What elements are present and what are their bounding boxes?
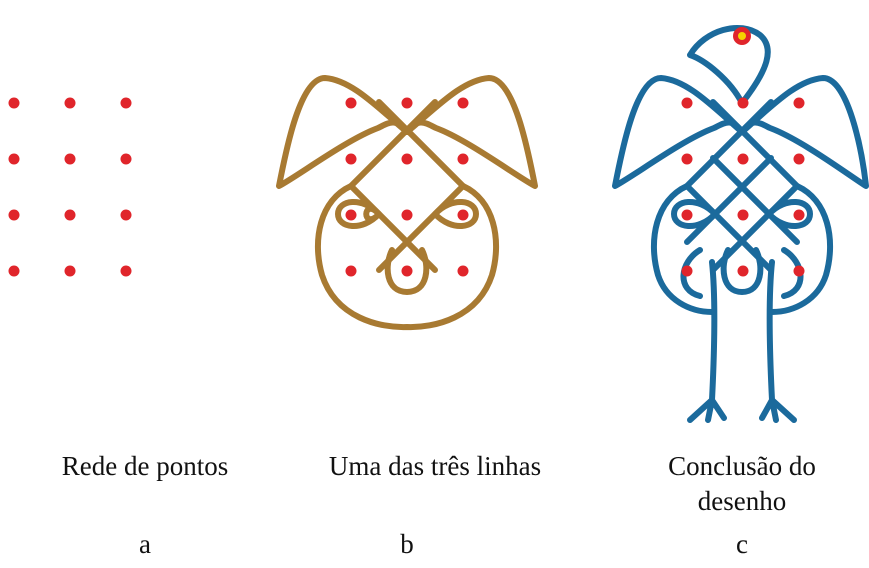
panel-a-dot-grid — [8, 97, 132, 277]
panel-c-dot — [737, 153, 749, 165]
panel-c-dot — [681, 153, 693, 165]
panel-b-dot — [457, 265, 469, 277]
panel-b-dot — [457, 153, 469, 165]
panel-b-left-wing — [276, 75, 410, 189]
bird-eye-pupil — [738, 32, 746, 40]
caption-c-line1: Conclusão do — [668, 451, 816, 481]
panel-b-dot — [401, 97, 413, 109]
panel-c-dot — [793, 153, 805, 165]
panel-b-dot — [401, 209, 413, 221]
panel-c-dot — [793, 265, 805, 277]
label-b: b — [400, 529, 414, 559]
caption-a: Rede de pontos — [61, 451, 229, 481]
panel-a-dot — [8, 209, 20, 221]
panel-c-dot — [737, 97, 749, 109]
panel-c-right-figure8 — [766, 199, 813, 229]
panel-a-dot — [64, 209, 76, 221]
panel-c-left-leg — [687, 259, 727, 423]
panel-b-right-figure8 — [432, 199, 479, 229]
panel-a-dot — [8, 97, 20, 109]
panel-a-dot — [64, 97, 76, 109]
panel-c-dot — [793, 97, 805, 109]
panel-a-dot — [8, 153, 20, 165]
panel-b-dot — [457, 209, 469, 221]
panel-a-dot — [120, 97, 132, 109]
caption-c-line2: desenho — [697, 486, 787, 516]
panel-c-head — [687, 24, 771, 106]
panel-c-dot — [681, 209, 693, 221]
panel-b-one-line — [276, 75, 538, 331]
panel-c-dot-grid — [681, 97, 805, 277]
panel-a-dot — [64, 153, 76, 165]
panel-b-dot — [401, 265, 413, 277]
panel-c-left-wing — [612, 75, 745, 189]
panel-b-dot — [401, 153, 413, 165]
panel-b-dot-grid — [345, 97, 469, 277]
panel-b-bottom-loop — [384, 247, 430, 295]
panel-b-dot — [345, 153, 357, 165]
panel-b-left-figure8 — [335, 199, 382, 229]
panel-c-dot — [793, 209, 805, 221]
panel-b-body-loop — [314, 183, 500, 331]
panel-c-dot — [737, 209, 749, 221]
panel-a-dot — [8, 265, 20, 277]
panel-c-weave — [684, 99, 800, 273]
panel-b-dot — [345, 97, 357, 109]
panel-a-dot — [120, 209, 132, 221]
panel-c-body — [650, 183, 834, 315]
panel-c-right-leg — [759, 259, 797, 423]
panel-c-left-figure8 — [671, 199, 718, 229]
panel-b-dot — [345, 265, 357, 277]
panel-a-dot — [64, 265, 76, 277]
panel-c-right-wing — [739, 75, 869, 189]
panel-b-weave — [348, 99, 466, 273]
panel-b-right-wing — [404, 75, 538, 189]
panel-b-dot — [457, 97, 469, 109]
caption-b: Uma das três linhas — [328, 451, 542, 481]
panel-c-bird — [612, 24, 869, 423]
label-c: c — [736, 529, 748, 559]
panel-c-dot — [737, 265, 749, 277]
label-a: a — [139, 529, 151, 559]
panel-a-dot — [120, 153, 132, 165]
panel-c-dot — [681, 265, 693, 277]
panel-a-dot — [120, 265, 132, 277]
panel-c-dot — [681, 97, 693, 109]
panel-b-dot — [345, 209, 357, 221]
